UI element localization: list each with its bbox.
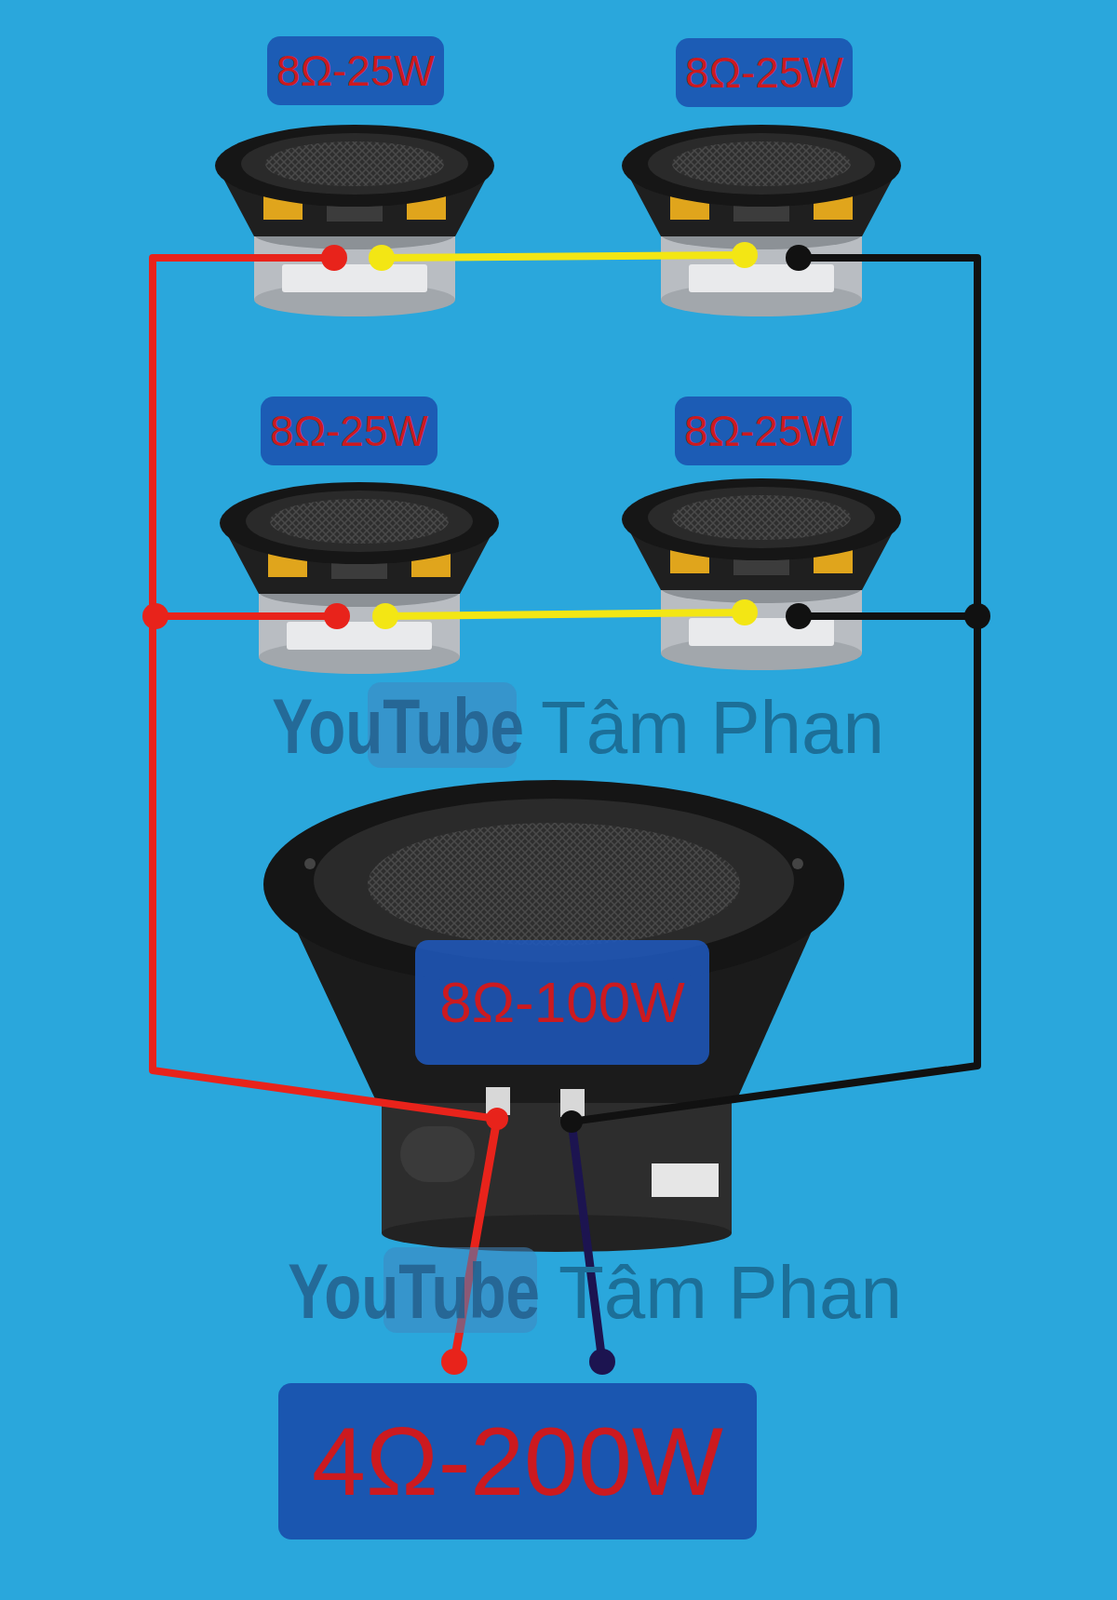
speaker-rating-box: 8Ω-25W [260,396,438,466]
speaker-rating-box: 8Ω-25W [674,396,852,466]
rating-label: 4Ω-200W [311,1413,724,1510]
watermark: Tâm Phan [538,690,888,766]
watermark: YouTube [285,1251,542,1331]
small-speaker [621,124,902,317]
wires [152,255,978,1362]
speaker-rating-box: 8Ω-100W [415,940,710,1065]
woofer [263,780,845,1252]
watermark: YouTube [269,686,526,766]
rating-label: 8Ω-25W [276,49,435,93]
wire-dots [142,242,991,1375]
small-speaker [219,482,499,674]
speaker-rating-box: 8Ω-25W [267,36,445,106]
output-rating-box: 4Ω-200W [278,1383,757,1540]
rating-label: 8Ω-100W [439,973,685,1032]
small-speaker [621,478,902,671]
speaker-rating-box: 8Ω-25W [675,38,853,108]
rating-label: 8Ω-25W [684,409,843,453]
rating-label: 8Ω-25W [685,51,844,95]
small-speaker [215,124,495,317]
rating-label: 8Ω-25W [269,409,429,453]
watermark: Tâm Phan [555,1255,905,1331]
